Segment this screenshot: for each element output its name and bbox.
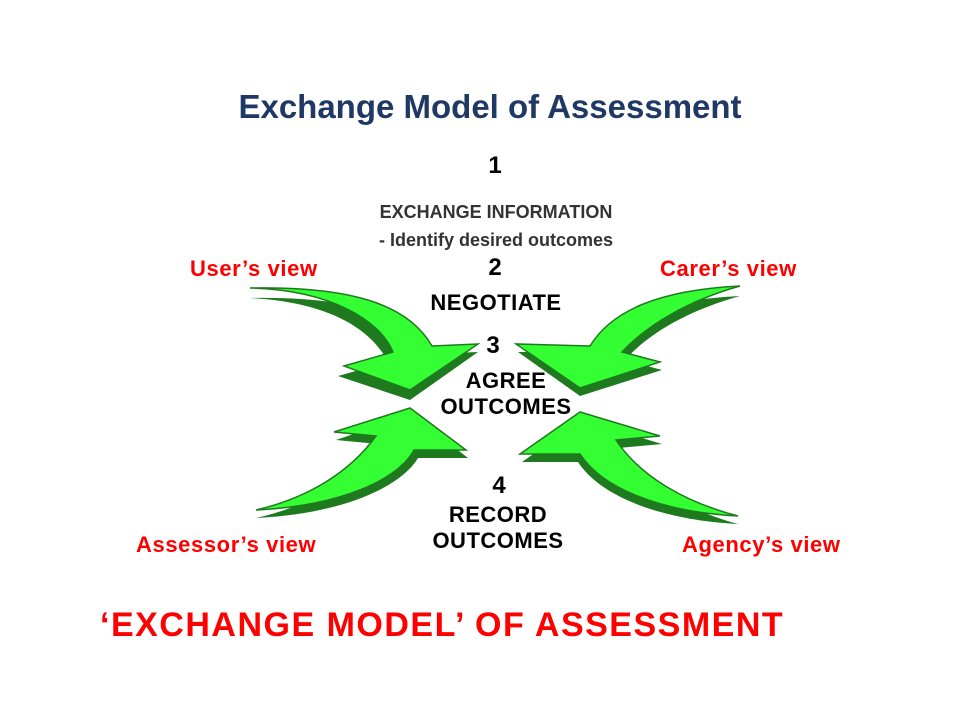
step-4-number: 4 bbox=[492, 472, 506, 499]
step-2-text: NEGOTIATE bbox=[430, 290, 562, 315]
agency-arrow bbox=[517, 411, 739, 524]
user-view-label: User’s view bbox=[190, 256, 318, 281]
step-1-line-2: - Identify desired outcomes bbox=[378, 230, 614, 250]
footer-caption: ‘EXCHANGE MODEL’ OF ASSESSMENT bbox=[100, 606, 785, 644]
assessor-view-label: Assessor’s view bbox=[136, 532, 317, 557]
user-arrow bbox=[249, 287, 481, 400]
agency-view-label: Agency’s view bbox=[682, 532, 841, 557]
step-3-text: AGREE OUTCOMES bbox=[406, 368, 606, 420]
step-3-number: 3 bbox=[486, 332, 500, 359]
step-4-line-2: OUTCOMES bbox=[432, 528, 564, 553]
diagram-title: Exchange Model of Assessment bbox=[238, 88, 742, 125]
carer-view-label: Carer’s view bbox=[660, 256, 797, 281]
assessor-arrow bbox=[255, 407, 469, 518]
step-4-text: RECORD OUTCOMES bbox=[398, 502, 598, 554]
step-4-line-1: RECORD bbox=[448, 502, 548, 527]
step-2-number: 2 bbox=[488, 254, 502, 281]
step-3-line-2: OUTCOMES bbox=[440, 394, 572, 419]
carer-arrow bbox=[513, 285, 741, 396]
step-1-text: EXCHANGE INFORMATION - Identify desired … bbox=[296, 198, 696, 254]
step-1-line-1: EXCHANGE INFORMATION bbox=[379, 202, 613, 222]
step-3-line-1: AGREE bbox=[465, 368, 547, 393]
step-1-number: 1 bbox=[488, 152, 502, 179]
